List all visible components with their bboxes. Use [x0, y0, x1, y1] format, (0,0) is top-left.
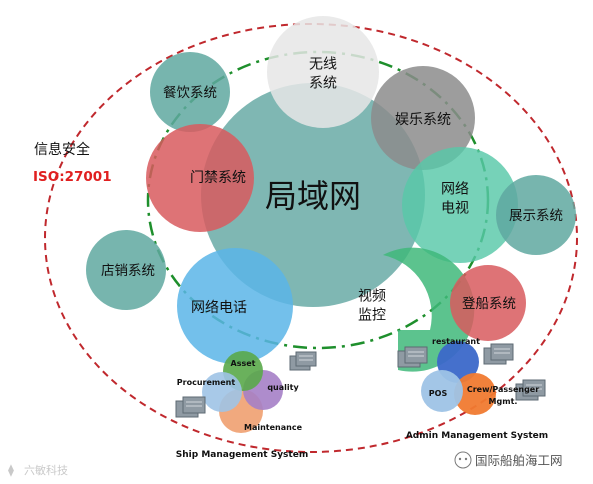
ship-management-cluster — [202, 351, 283, 433]
network-tv-label-line: 电视 — [441, 200, 469, 216]
right-watermark-text: 国际船舶海工网 — [475, 453, 563, 468]
left-watermark-text: 六敏科技 — [24, 463, 68, 477]
ship-asset-label: Asset — [231, 359, 256, 368]
wechat-icon-eye — [464, 457, 468, 461]
ship-management-title: Ship Management System — [176, 450, 308, 460]
wireless-circle — [267, 16, 379, 128]
admin-management-cluster — [421, 341, 496, 415]
left-watermark: ⧫ 六敏科技 — [8, 463, 68, 477]
server-icon — [397, 346, 428, 368]
access-control-circle — [146, 124, 254, 232]
network-tv-label: 网络电视 — [441, 182, 469, 217]
network-tv-label-line: 网络 — [441, 182, 469, 198]
admin-crew-circle — [454, 373, 496, 415]
server-icon — [289, 351, 317, 371]
wechat-icon-eye — [458, 457, 462, 461]
access-control-label: 门禁系统 — [190, 170, 246, 186]
catering-circle — [150, 52, 230, 132]
boarding-label: 登船系统 — [462, 296, 516, 312]
admin-crew-label-line: Crew/Passenger — [467, 385, 539, 394]
admin-pos-circle — [421, 370, 463, 412]
left-watermark-glyph: ⧫ — [8, 463, 14, 477]
ship-maintenance-label: Maintenance — [244, 423, 303, 432]
iso-standard-label: ISO:27001 — [33, 169, 112, 185]
wechat-icon — [454, 451, 472, 469]
boarding-circle — [450, 265, 526, 341]
center-label: 局域网 — [265, 177, 361, 215]
video-monitor-circle — [383, 247, 475, 372]
wireless-label-line: 系统 — [309, 75, 337, 91]
retail-label: 店销系统 — [101, 263, 155, 279]
video-monitor-label-line: 视频 — [358, 289, 386, 305]
video-monitor-label-line: 监控 — [358, 307, 386, 323]
network-phone-label: 网络电话 — [191, 300, 247, 316]
network-phone-circle — [177, 248, 293, 364]
ship-procurement-circle — [202, 372, 242, 412]
admin-crew-label-line: Mgmt. — [489, 397, 518, 406]
retail-circle — [86, 230, 166, 310]
admin-restaurant-label: restaurant — [432, 337, 480, 346]
ship-quality-label: quality — [267, 383, 299, 392]
server-icon — [175, 396, 206, 418]
display-circle — [496, 175, 576, 255]
catering-label: 餐饮系统 — [163, 85, 217, 101]
video-monitor-label: 视频监控 — [358, 289, 386, 324]
ship-procurement-label: Procurement — [177, 378, 236, 387]
display-label: 展示系统 — [509, 208, 563, 224]
server-icon — [515, 379, 546, 401]
admin-pos-label: POS — [429, 389, 448, 398]
entertainment-label: 娱乐系统 — [395, 112, 451, 128]
admin-management-title: Admin Management System — [406, 431, 548, 441]
wireless-label-line: 无线 — [309, 57, 337, 73]
right-watermark: 国际船舶海工网 — [454, 451, 563, 469]
info-security-title: 信息安全 — [34, 141, 90, 158]
wireless-label: 无线系统 — [309, 57, 337, 92]
entertainment-circle — [371, 66, 475, 170]
server-icon — [483, 343, 514, 365]
center-lan-circle — [201, 83, 425, 307]
network-tv-circle — [402, 147, 518, 263]
